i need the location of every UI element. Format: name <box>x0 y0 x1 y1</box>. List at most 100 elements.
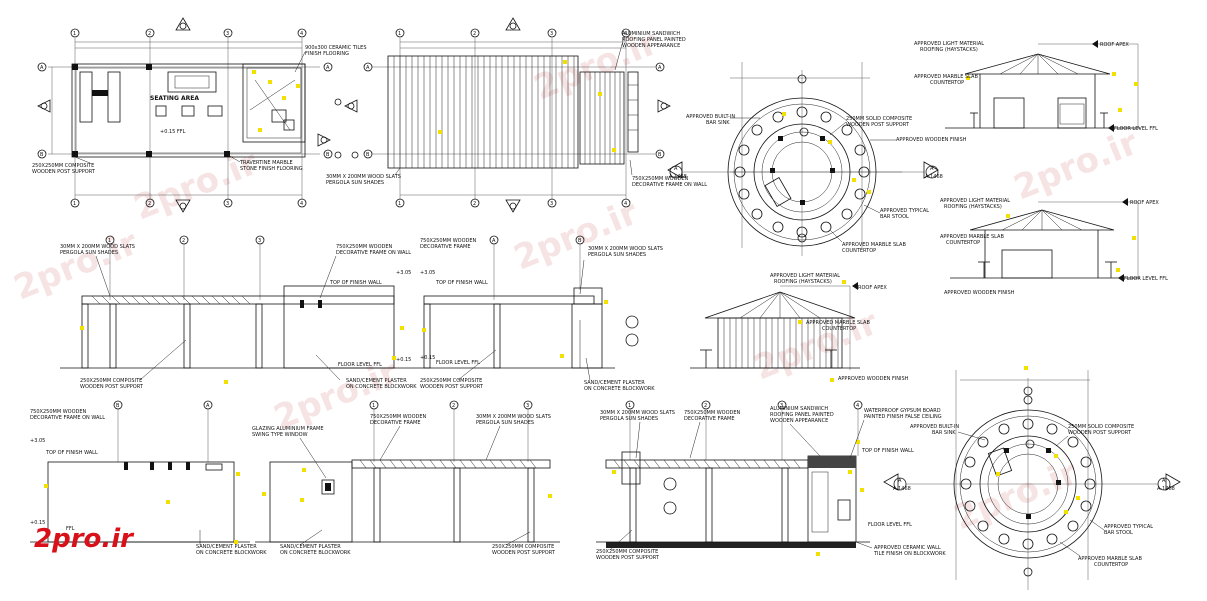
watermark: 2pro.ir <box>1008 123 1143 209</box>
level-label: +0.15 <box>30 520 45 526</box>
svg-text:2: 2 <box>473 31 476 37</box>
floor-label: FLOOR LEVEL FFL <box>1114 126 1158 132</box>
roofing-note: APPROVED LIGHT MATERIAL <box>914 41 984 47</box>
roofing-note: APPROVED LIGHT MATERIAL <box>940 198 1010 204</box>
svg-text:4: 4 <box>856 403 859 409</box>
sink-note: APPROVED BUILT-IN <box>686 114 735 120</box>
svg-text:1: 1 <box>398 31 401 37</box>
glazing-note: SWING TYPE WINDOW <box>252 432 308 438</box>
svg-text:A-1468: A-1468 <box>1157 486 1175 492</box>
elevation-bottom-right: 1 2 3 4 30MM X 200MM WOOD SLA <box>596 400 946 561</box>
svg-text:3: 3 <box>550 201 553 207</box>
post-note: WOODEN POST SUPPORT <box>420 384 484 390</box>
svg-text:2: 2 <box>148 31 151 37</box>
svg-text:B: B <box>578 238 582 244</box>
counter-note: COUNTERTOP <box>946 240 980 246</box>
kiosk-elevation-3: APPROVED LIGHT MATERIAL ROOFING (HAYSTAC… <box>690 273 909 382</box>
post-note: WOODEN POST SUPPORT <box>32 169 96 175</box>
ceramic-note: TILE FINISH ON BLOCKWORK <box>873 551 946 557</box>
room-label: SEATING AREA <box>150 95 199 102</box>
svg-text:4: 4 <box>300 201 303 207</box>
finish-note: APPROVED WOODEN FINISH <box>896 137 967 143</box>
svg-text:B: B <box>326 152 330 158</box>
frame-note: DECORATIVE FRAME <box>420 244 470 250</box>
counter-note: APPROVED MARBLE SLAB <box>914 74 978 80</box>
stool-note: APPROVED TYPICAL <box>1104 524 1153 530</box>
post-note: 250X250MM COMPOSITE <box>80 378 142 384</box>
roofing-note: ROOFING (HAYSTACKS) <box>774 279 832 285</box>
plaster-note: ON CONCRETE BLOCKWORK <box>584 386 655 392</box>
sink-note: BAR SINK <box>932 430 956 436</box>
svg-text:B: B <box>40 152 44 158</box>
svg-text:2: 2 <box>704 403 707 409</box>
frame-note: 750X250MM WOODEN <box>684 410 741 416</box>
apex-label: ROOF APEX <box>1100 42 1129 48</box>
svg-text:A: A <box>366 65 370 71</box>
plaster-note: SAND/CEMENT PLASTER <box>280 544 341 550</box>
counter-note: APPROVED MARBLE SLAB <box>806 320 870 326</box>
kiosk-plan-top: A A-1468 A A-1468 APPROVED BUILT-IN BAR … <box>667 62 967 256</box>
level-label: +3.05 <box>396 270 411 276</box>
sink-note: BAR SINK <box>706 120 730 126</box>
ceramic-note: APPROVED CERAMIC WALL <box>874 545 941 551</box>
flooring-note: STONE FINISH FLOORING <box>240 166 303 172</box>
stool-note: BAR STOOL <box>1104 530 1133 536</box>
level-label: +0.15 <box>420 355 435 361</box>
site-logo: 2pro.ir <box>34 524 133 554</box>
level-label: +0.15 FFL <box>160 129 186 135</box>
stool-note: BAR STOOL <box>880 214 909 220</box>
flooring-note: TRAVERTINE MARBLE <box>239 160 293 166</box>
frame-note: 750X250MM WOODEN <box>30 409 87 415</box>
frame-note: DECORATIVE FRAME ON WALL <box>336 250 411 256</box>
counter-note: APPROVED MARBLE SLAB <box>842 242 906 248</box>
slat-note: PERGOLA SUN SHADES <box>588 252 646 258</box>
roof-note: WOODEN APPEARANCE <box>770 418 828 424</box>
level-label: +3.05 <box>30 438 45 444</box>
svg-text:1: 1 <box>628 403 631 409</box>
post-note: WOODEN POST SUPPORT <box>596 555 660 561</box>
svg-text:2: 2 <box>452 403 455 409</box>
post-note: WOODEN POST SUPPORT <box>846 122 910 128</box>
frame-note: 750X250MM WOODEN <box>336 244 393 250</box>
svg-text:A: A <box>40 65 44 71</box>
slat-note: 30MM X 200MM WOOD SLATS <box>476 414 551 420</box>
slat-note: 30MM X 200MM WOOD SLATS <box>588 246 663 252</box>
roofing-note: APPROVED LIGHT MATERIAL <box>770 273 840 279</box>
frame-note: DECORATIVE FRAME <box>684 416 734 422</box>
svg-text:A: A <box>492 238 496 244</box>
svg-text:2: 2 <box>148 201 151 207</box>
floor-label: FFL <box>66 526 75 532</box>
bar-stools <box>960 418 1096 550</box>
counter-note: APPROVED MARBLE SLAB <box>940 234 1004 240</box>
counter-note: COUNTERTOP <box>822 326 856 332</box>
wall-label: TOP OF FINISH WALL <box>435 280 488 286</box>
frame-note: 750X250MM WOODEN <box>632 176 689 182</box>
post-note: 250MM SOLID COMPOSITE <box>846 116 912 122</box>
ceiling-note: PAINTED FINISH FALSE CEILING <box>864 414 942 420</box>
post-note: 250X250MM COMPOSITE <box>32 163 94 169</box>
roofing-note: ROOFING (HAYSTACKS) <box>920 47 978 53</box>
svg-text:2: 2 <box>182 238 185 244</box>
side-elevation: A B 750X250MM WOODEN DECORATIVE FRAME 30… <box>410 235 663 392</box>
slat-note: 30MM X 200MM WOOD SLATS <box>600 410 675 416</box>
kiosk-elevation-2: APPROVED LIGHT MATERIAL ROOFING (HAYSTAC… <box>940 198 1168 296</box>
elevation-bottom-left: B A 750X250MM WOODEN DECORATIVE FRAME ON… <box>30 400 267 556</box>
elevation-bottom-mid: 1 2 3 GLAZING ALUMINIUM FRAME SWING TYPE… <box>252 400 560 556</box>
svg-text:B: B <box>116 403 120 409</box>
svg-text:1: 1 <box>398 201 401 207</box>
frame-note: DECORATIVE FRAME ON WALL <box>30 415 105 421</box>
plaster-note: ON CONCRETE BLOCKWORK <box>280 550 351 556</box>
counter-note: COUNTERTOP <box>930 80 964 86</box>
svg-text:A: A <box>898 478 902 484</box>
counter-note: COUNTERTOP <box>1094 562 1128 568</box>
svg-text:A: A <box>1162 478 1166 484</box>
svg-text:1: 1 <box>73 31 76 37</box>
svg-text:A-1468: A-1468 <box>893 486 911 492</box>
counter-note: COUNTERTOP <box>842 248 876 254</box>
frame-note: DECORATIVE FRAME ON WALL <box>632 182 707 188</box>
svg-text:A: A <box>206 403 210 409</box>
wall-label: TOP OF FINISH WALL <box>861 448 914 454</box>
post-note: 250X250MM COMPOSITE <box>492 544 554 550</box>
slat-note: 30MM X 200MM WOOD SLATS <box>60 244 135 250</box>
level-label: +3.05 <box>420 270 435 276</box>
